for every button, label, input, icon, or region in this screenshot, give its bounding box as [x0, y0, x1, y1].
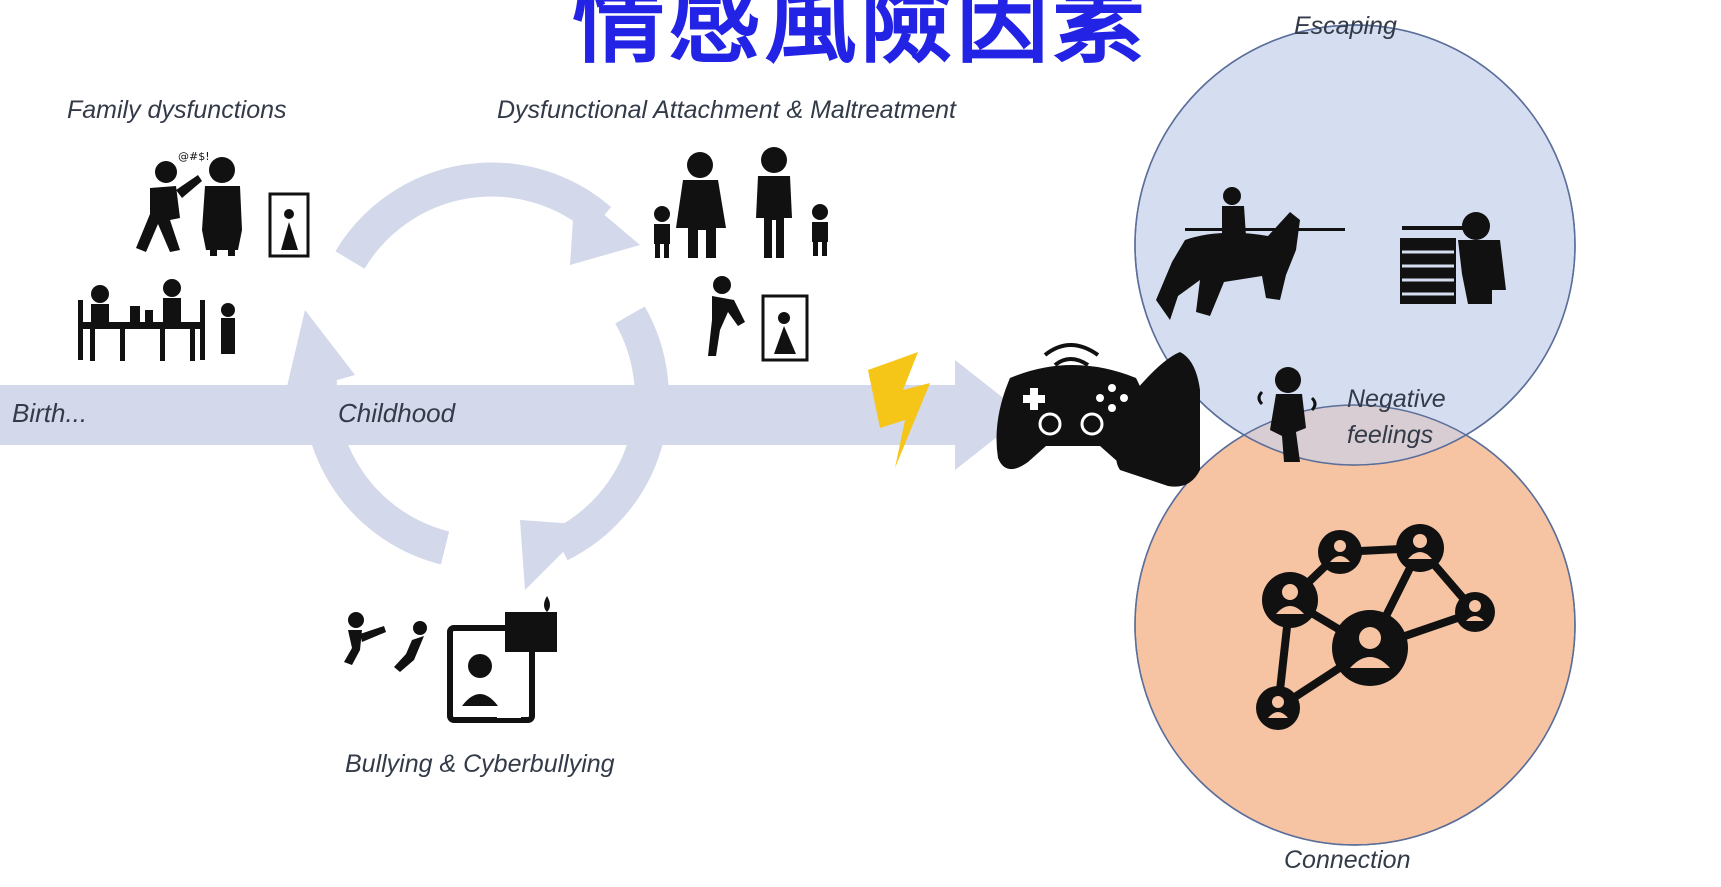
cycle-arrow-right [552, 306, 669, 561]
cycle-arrowhead-top [570, 190, 640, 265]
distressed-person-icon [1257, 367, 1317, 462]
svg-text:@#$!: @#$! [178, 150, 210, 163]
family-argument-icon: @#$! [136, 150, 242, 256]
page-title: 情感風險因素 [572, 0, 1149, 76]
family-dinner-icon [78, 279, 235, 361]
lightning-bolt-icon [868, 352, 930, 468]
family-dysfunctions-label: Family dysfunctions [67, 96, 287, 124]
escaping-label: Escaping [1294, 12, 1397, 40]
birth-label: Birth... [12, 398, 88, 428]
cycle-arrow-top [335, 162, 612, 269]
crying-child-icon [812, 204, 828, 256]
cycle-arrowhead-bottom [285, 310, 355, 395]
knight-on-horse-icon [1156, 187, 1345, 320]
connection-label: Connection [1284, 846, 1411, 874]
child-in-doorway-icon [268, 192, 310, 258]
adult-scolding-child-icon [708, 276, 809, 362]
bullying-label: Bullying & Cyberbullying [345, 750, 615, 778]
childhood-label: Childhood [338, 398, 456, 428]
parent-child-attachment-icon [654, 147, 792, 258]
kick-bullying-icon [344, 612, 427, 672]
negative-feelings-label-line2: feelings [1347, 421, 1434, 449]
attachment-maltreatment-label: Dysfunctional Attachment & Maltreatment [497, 96, 956, 124]
soldier-behind-wall-icon [1400, 212, 1506, 304]
timeline-arrow [0, 360, 1025, 470]
cycle-arrows [302, 162, 669, 565]
game-controller-hand-icon [996, 343, 1200, 487]
social-network-icon [1256, 524, 1495, 730]
cyberbullying-laptop-icon [447, 596, 557, 723]
negative-feelings-label-line1: Negative [1347, 385, 1446, 413]
cycle-arrowhead-right [520, 520, 590, 590]
cycle-arrow-bottom [302, 379, 450, 565]
